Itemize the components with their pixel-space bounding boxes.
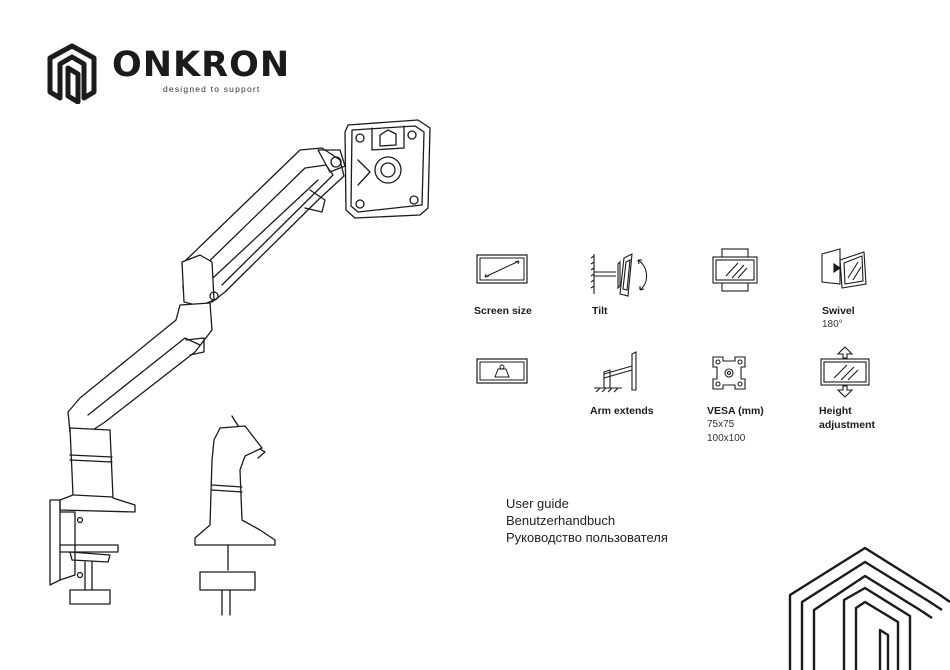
vesa-pattern-icon	[710, 354, 748, 392]
rotation-icon	[712, 248, 758, 292]
lower-arm-icon	[68, 303, 212, 435]
onkron-logo-mark-icon	[50, 46, 94, 102]
brand-tagline: designed to support	[163, 84, 260, 94]
guide-title-russian: Руководство пользователя	[506, 530, 668, 546]
height-adjustment-icon	[820, 346, 870, 398]
weight-capacity-icon	[476, 358, 528, 384]
mount-column-icon	[60, 428, 135, 512]
swivel-icon	[820, 246, 872, 290]
arm-joint-icon	[182, 255, 218, 306]
guide-title-english: User guide	[506, 496, 569, 512]
feature-label-screen-size: Screen size	[474, 304, 532, 318]
feature-label-tilt: Tilt	[592, 304, 608, 318]
feature-value-vesa-100: 100x100	[707, 432, 745, 446]
guide-title-german: Benutzerhandbuch	[506, 513, 615, 529]
screen-size-icon	[476, 254, 528, 284]
feature-label-swivel: Swivel	[822, 304, 855, 318]
feature-value-vesa-75: 75x75	[707, 418, 734, 432]
decorative-brand-mark-icon	[780, 540, 950, 670]
arm-extends-icon	[592, 346, 644, 394]
grommet-mount-icon	[195, 416, 275, 615]
feature-label-vesa: VESA (mm)	[707, 404, 764, 418]
monitor-arm-illustration	[40, 115, 460, 620]
tilt-icon	[590, 250, 660, 298]
feature-label-adjustment: adjustment	[819, 418, 875, 432]
feature-value-swivel: 180°	[822, 318, 843, 332]
brand-name: ONKRON	[112, 48, 290, 83]
desk-clamp-icon	[50, 500, 118, 604]
vesa-plate-icon	[345, 120, 430, 218]
feature-label-arm-extends: Arm extends	[590, 404, 654, 418]
feature-label-height: Height	[819, 404, 852, 418]
